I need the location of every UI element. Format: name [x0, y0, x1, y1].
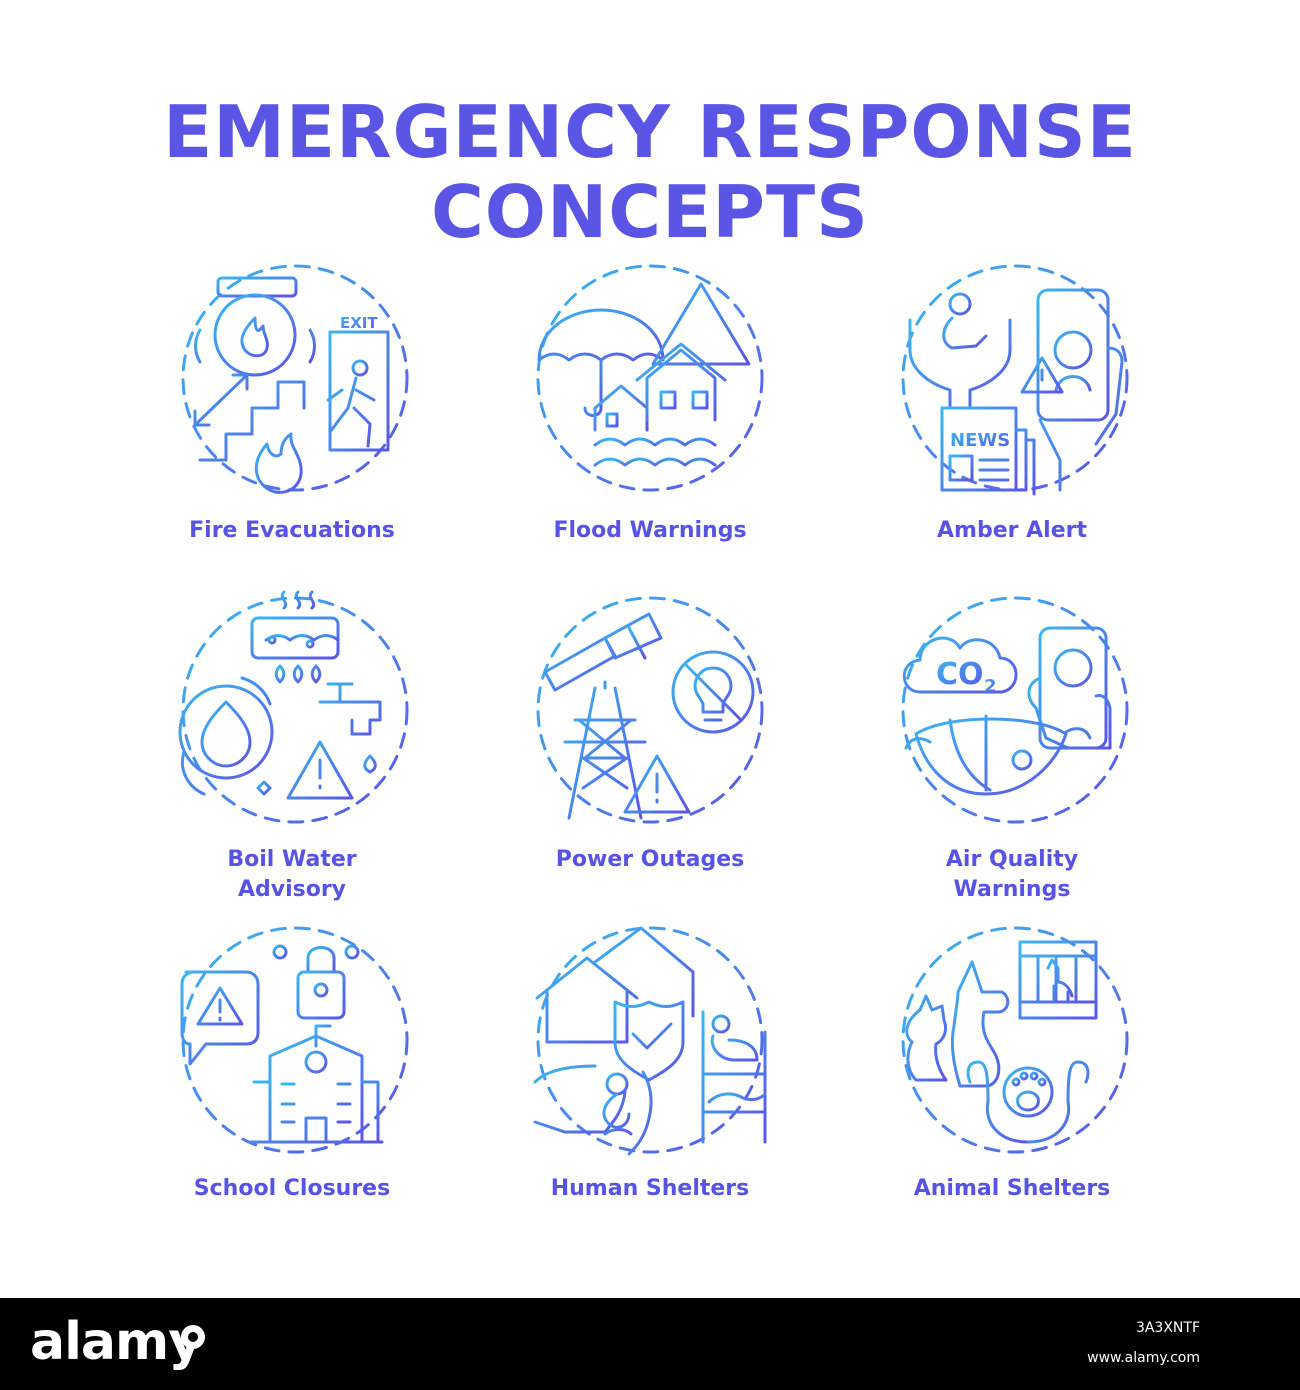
svg-text:2: 2 — [984, 676, 997, 697]
label-animal-shelters: Animal Shelters — [913, 1176, 1111, 1201]
human-shelter-icon — [533, 926, 767, 1156]
flood-warning-icon — [536, 264, 764, 492]
boil-water-icon — [178, 590, 409, 824]
animal-shelter-icon — [901, 926, 1129, 1154]
label-school-closures: School Closures — [193, 1176, 391, 1201]
label-fire-evacuations: Fire Evacuations — [189, 518, 395, 543]
brand-mark-icon — [181, 1325, 205, 1349]
label-human-shelters: Human Shelters — [550, 1176, 750, 1201]
label-flood-warnings: Flood Warnings — [553, 518, 747, 543]
amber-alert-icon: NEWS — [901, 264, 1129, 496]
svg-text:NEWS: NEWS — [950, 430, 1010, 451]
svg-text:CO: CO — [936, 657, 984, 692]
brand-logo: alamy — [30, 1312, 202, 1372]
svg-text:EXIT: EXIT — [340, 314, 378, 332]
air-quality-icon: CO 2 — [901, 596, 1129, 824]
label-boil-water-advisory: Boil Water Advisory — [227, 847, 357, 902]
label-amber-alert: Amber Alert — [937, 518, 1087, 543]
title-line-1: EMERGENCY RESPONSE — [163, 90, 1137, 174]
image-id: 3A3XNTF — [1135, 1320, 1200, 1336]
title-line-2: CONCEPTS — [430, 170, 870, 254]
power-outage-icon — [536, 596, 764, 824]
school-closure-icon — [180, 926, 409, 1154]
site-url[interactable]: www.alamy.com — [1087, 1350, 1200, 1366]
label-air-quality-warnings: Air Quality Warnings — [945, 847, 1079, 902]
footer-bar: alamy 3A3XNTF www.alamy.com — [0, 1298, 1300, 1390]
fire-evacuation-icon: EXIT — [181, 264, 409, 494]
label-power-outages: Power Outages — [555, 847, 745, 872]
